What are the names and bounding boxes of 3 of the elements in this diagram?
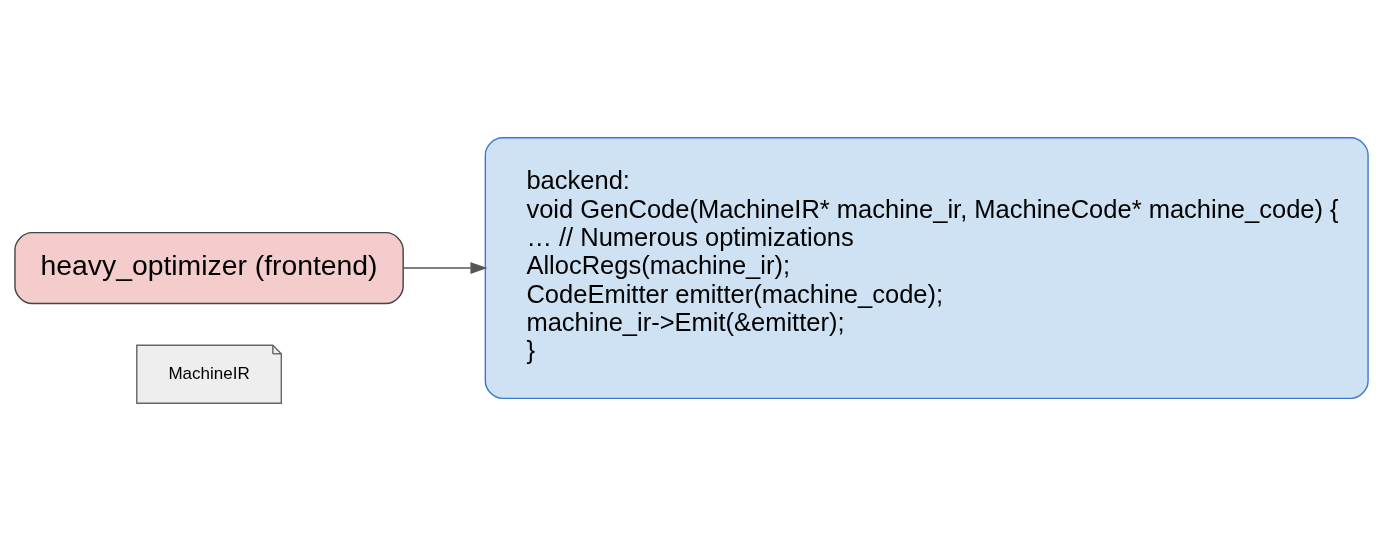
- arrow: [402, 262, 488, 274]
- node-box: heavy_optimizer (frontend): [14, 231, 404, 305]
- node-box: backend: void GenCode(MachineIR* machine_ir, MachineCode* machine_code) { … // Numerous optimizations AllocRegs(machine_ir); CodeEmitter emitter(machine_code); machine_ir->Emit(&emitter); }: [484, 136, 1369, 400]
